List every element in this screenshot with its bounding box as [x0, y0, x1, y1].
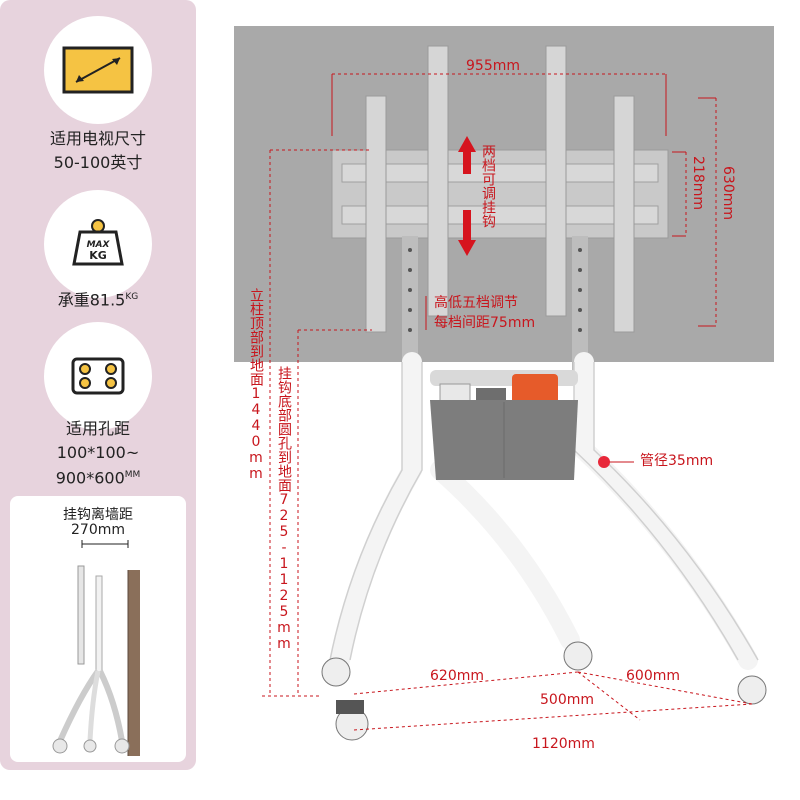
dim-height-adjust-2: 每档间距75mm: [434, 315, 536, 331]
hook-adjust-arrow: [458, 136, 476, 256]
hole-value-2: 900*600: [55, 468, 125, 488]
dim-column-height: 立柱顶部到地面1440mm: [248, 288, 264, 482]
load-unit: KG: [125, 292, 139, 302]
tv-size-icon-circle: [44, 16, 152, 124]
spec-sidebar: 适用电视尺寸 50-100英寸 MAX KG 承重81.5KG 适用孔距 100…: [0, 0, 196, 770]
load-label: 承重81.5: [57, 290, 126, 310]
hole-icon-circle: [44, 322, 152, 430]
tv-size-value: 50-100英寸: [53, 153, 143, 172]
dim-width-955: 955mm: [466, 58, 520, 74]
tv-size-title: 适用电视尺寸: [49, 129, 146, 148]
tv-size-icon: [62, 46, 134, 94]
hole-spacing-icon: [71, 357, 125, 395]
weight-icon: MAX KG: [72, 219, 124, 266]
max-badge-top: MAX: [87, 240, 111, 250]
mount-rail-3: [545, 45, 567, 317]
dim-height-218: 218mm: [690, 156, 706, 210]
dim-height-630: 630mm: [720, 166, 736, 220]
dim-hook-height: 挂钩底部圆孔到地面725-1125mm: [276, 366, 292, 652]
dim-base-620: 620mm: [430, 668, 484, 684]
wall-distance-inset: 挂钩离墙距 270mm: [10, 496, 186, 762]
dim-hook-adjust: 两档可调挂钩: [480, 144, 496, 228]
dim-base-1120: 1120mm: [532, 736, 595, 752]
caster-wheels: [321, 641, 767, 741]
hole-title: 适用孔距: [65, 419, 130, 438]
dim-base-600: 600mm: [626, 668, 680, 684]
tube-marker: [598, 456, 610, 468]
dim-height-adjust-1: 高低五档调节: [434, 295, 518, 311]
dim-tube-diameter: 管径35mm: [640, 453, 714, 469]
dim-base-500: 500mm: [540, 692, 594, 708]
side-view-illustration: [52, 540, 140, 756]
load-label-wrap: 承重81.5KG: [0, 286, 196, 311]
load-icon-circle: MAX KG: [44, 190, 152, 298]
mount-rail-2: [427, 45, 449, 317]
hole-value-2-wrap: 900*600MM: [0, 464, 196, 489]
hole-value-1: 100*100~: [56, 443, 140, 462]
hole-unit: MM: [124, 470, 141, 480]
inset-title: 挂钩离墙距: [63, 507, 133, 523]
max-badge-bottom: KG: [89, 249, 107, 262]
mount-rail-1: [365, 95, 387, 333]
mount-rail-4: [613, 95, 635, 333]
inset-value: 270mm: [71, 522, 125, 538]
